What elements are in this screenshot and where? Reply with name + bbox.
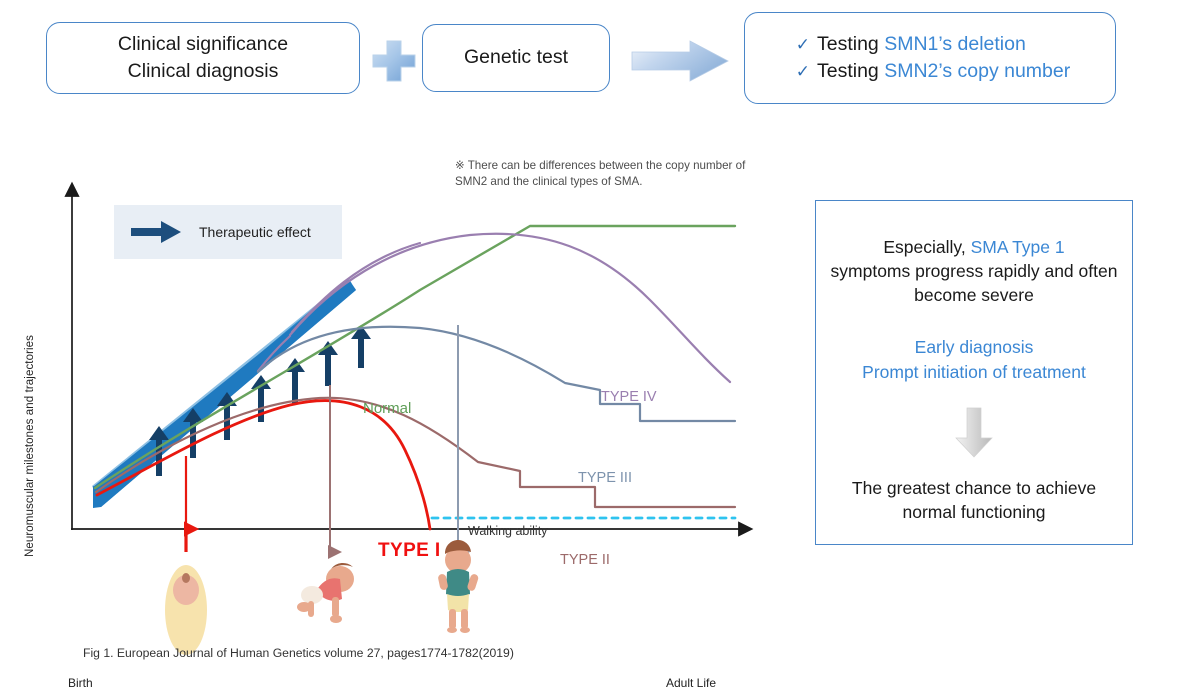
genetic-test-label: Genetic test	[463, 46, 569, 69]
testing-item-smn1: ✓ Testing SMN1’s deletion	[796, 33, 1071, 57]
chart-canvas	[64, 181, 754, 655]
curve-type2	[94, 396, 737, 509]
info-panel: Especially, SMA Type 1 symptoms progress…	[815, 200, 1133, 545]
therapeutic-effect-label: Therapeutic effect	[199, 224, 311, 240]
curve-normal	[93, 224, 737, 490]
curve-type4-lower	[290, 241, 422, 334]
testing-item-smn1-keyword: SMN1’s deletion	[884, 32, 1026, 55]
testing-item-smn2-keyword: SMN2’s copy number	[884, 59, 1071, 82]
curve-type3	[256, 325, 737, 423]
info-panel-paragraph-3: The greatest chance to achieve normal fu…	[852, 476, 1096, 524]
swaddled-newborn-figure	[165, 565, 207, 655]
info-para2-line2: Prompt initiation of treatment	[862, 361, 1086, 382]
curve-label-type3: TYPE III	[578, 470, 632, 486]
info-para1-prefix: Especially,	[883, 237, 971, 257]
testing-item-smn1-prefix: Testing	[816, 32, 885, 55]
therapeutic-arrow-icon	[131, 221, 181, 243]
clinical-significance-line2: Clinical diagnosis	[127, 59, 279, 82]
curve-label-type1: TYPE I	[378, 540, 441, 561]
testing-item-smn2-prefix: Testing	[816, 59, 885, 82]
info-para3-line2: normal functioning	[902, 501, 1046, 522]
down-arrow-icon	[955, 407, 993, 458]
standing-toddler-figure	[438, 539, 479, 633]
curve-label-normal: Normal	[363, 400, 412, 417]
clinical-significance-line1: Clinical significance	[117, 33, 289, 56]
clinical-significance-box: Clinical significance Clinical diagnosis	[46, 22, 360, 94]
chart-note: ※ There can be differences between the c…	[455, 159, 746, 189]
sma-trajectory-chart: Neuromuscular milestones and trajectorie…	[0, 140, 800, 690]
testing-item-smn2: ✓ Testing SMN2’s copy number	[796, 60, 1071, 84]
info-para2-line1: Early diagnosis	[914, 337, 1034, 358]
plus-icon	[372, 40, 416, 82]
curve-label-type2: TYPE II	[560, 552, 610, 568]
figure-caption: Fig 1. European Journal of Human Genetic…	[83, 646, 514, 660]
curve-type4-tail	[256, 334, 292, 373]
info-panel-paragraph-1: Especially, SMA Type 1 symptoms progress…	[816, 235, 1132, 307]
curve-label-walking-ability: Walking ability	[468, 524, 548, 538]
crawling-baby-figure	[297, 562, 354, 623]
genetic-test-box: Genetic test	[422, 24, 610, 92]
check-icon: ✓	[795, 34, 810, 54]
info-panel-paragraph-2: Early diagnosis Prompt initiation of tre…	[862, 335, 1086, 383]
therapeutic-effect-legend: Therapeutic effect	[114, 205, 342, 259]
right-arrow-icon	[631, 40, 729, 82]
check-icon: ✓	[795, 61, 810, 81]
testing-results-box: ✓ Testing SMN1’s deletion ✓ Testing SMN2’s…	[744, 12, 1116, 104]
info-para1-keyword: SMA Type 1	[970, 237, 1065, 257]
x-axis-label-birth: Birth	[68, 676, 93, 690]
curve-type4	[288, 232, 732, 384]
x-axis-label-adult-life: Adult Life	[666, 676, 717, 690]
curve-label-type4: TYPE IV	[601, 389, 657, 405]
curve-type1	[95, 399, 432, 531]
info-para3-line1: The greatest chance to achieve	[851, 477, 1097, 498]
info-para1-rest: symptoms progress rapidly and often beco…	[830, 261, 1118, 306]
chart-axes	[64, 181, 754, 537]
